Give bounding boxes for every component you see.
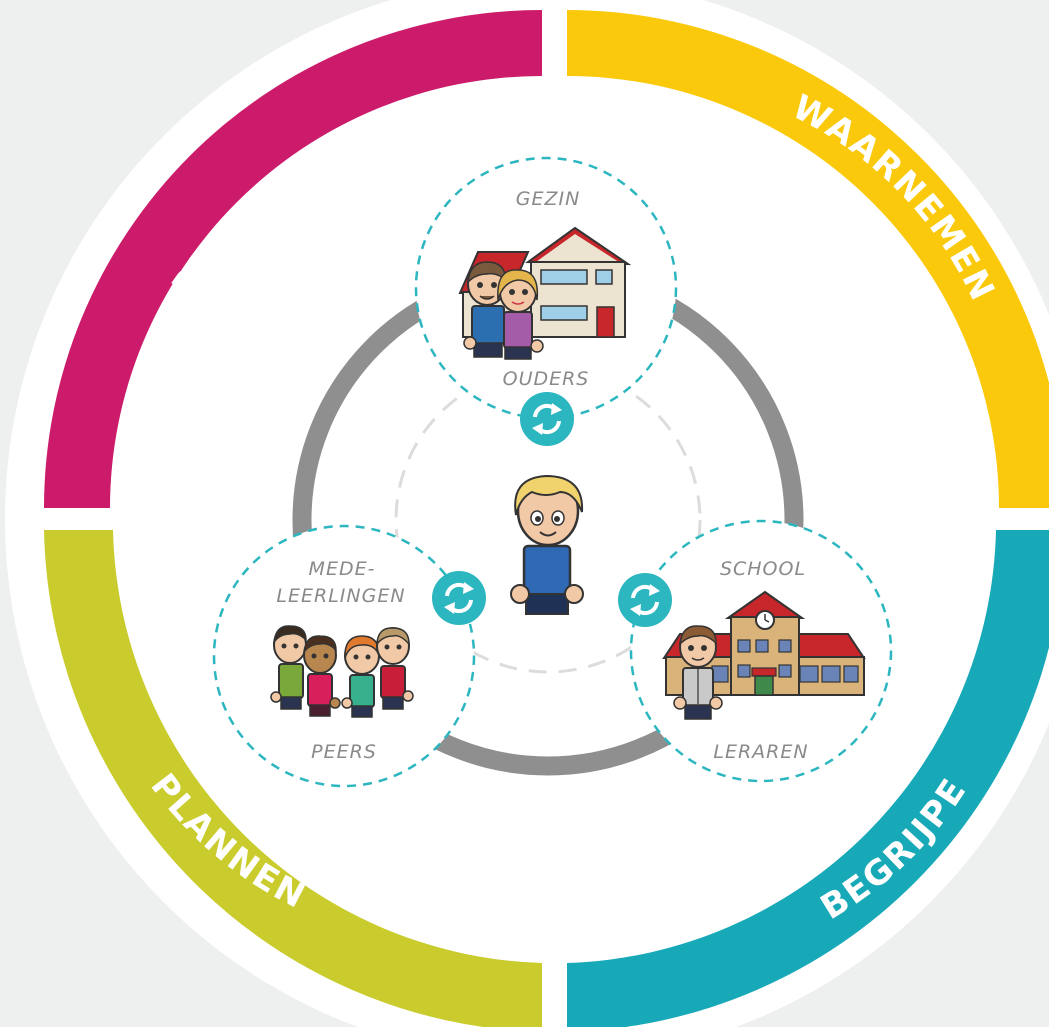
- sync-icon: [618, 573, 672, 627]
- quadrant-plannen-band: [44, 530, 542, 1027]
- teacher-icon: [673, 625, 723, 720]
- gezin-bottom-label: OUDERS: [503, 368, 590, 390]
- sync-icon: [520, 392, 574, 446]
- context-gezin: GEZIN OUDERS: [414, 156, 678, 420]
- parents-icon: [463, 261, 544, 360]
- peers-bottom-label: PEERS: [311, 741, 377, 763]
- school-top-label: SCHOOL: [720, 558, 806, 580]
- peers-top-label-line2: LEERLINGEN: [276, 585, 405, 607]
- gezin-top-label: GEZIN: [516, 188, 581, 210]
- context-peers: MEDE- LEERLINGEN PEERS: [212, 524, 476, 788]
- inner-dashed-circle: [394, 366, 702, 674]
- school-building-icon: [662, 590, 866, 696]
- children-group-icon: [270, 625, 414, 718]
- school-bottom-label: LERAREN: [713, 741, 808, 763]
- context-school: SCHOOL LERAREN: [629, 519, 893, 783]
- peers-top-label-line1: MEDE-: [309, 558, 376, 580]
- quadrant-realiseren-band: [44, 10, 542, 508]
- sync-icon: [432, 571, 486, 625]
- quadrant-begrijpen-band: [567, 530, 1049, 1027]
- child-icon: [510, 474, 584, 615]
- quadrant-waarnemen-band: [567, 10, 1049, 508]
